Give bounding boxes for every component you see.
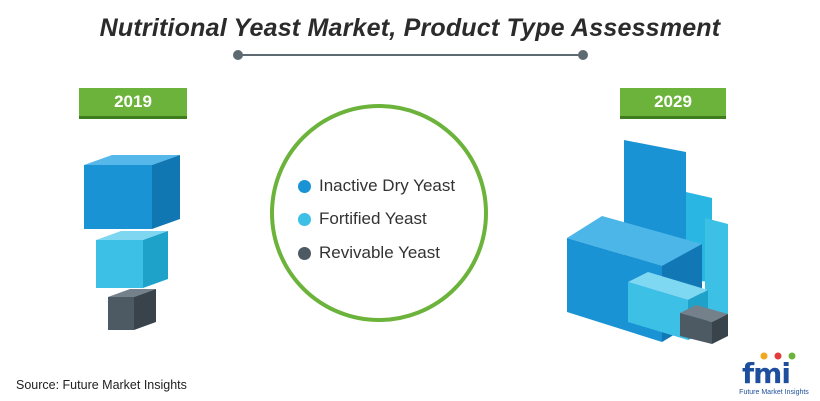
- block-2029-revivable-yeast: [680, 305, 728, 344]
- blocks-2019: [84, 155, 180, 330]
- chart-title: Nutritional Yeast Market, Product Type A…: [99, 14, 721, 42]
- blocks-2029: [567, 140, 728, 344]
- legend-dot-inactive: [298, 179, 311, 193]
- legend-label-fortified: Fortified Yeast: [319, 209, 427, 228]
- fmi-logo-icon: [760, 352, 796, 360]
- block-2029-fortified-tower-2: [705, 218, 728, 316]
- legend-item-fortified-yeast: Fortified Yeast: [298, 207, 427, 231]
- legend-item-revivable-yeast: Revivable Yeast: [298, 241, 440, 265]
- legend-item-inactive-dry-yeast: Inactive Dry Yeast: [298, 174, 455, 198]
- legend-label-revivable: Revivable Yeast: [319, 243, 440, 262]
- year-badge-2019: 2019: [79, 88, 187, 116]
- logo-text: fmi: [742, 357, 791, 390]
- source-note: Source: Future Market Insights: [16, 378, 187, 392]
- block-2019-inactive-dry-yeast: [84, 155, 180, 229]
- block-2019-fortified-yeast: [96, 231, 168, 288]
- legend-dot-revivable: [298, 246, 311, 260]
- legend-label-inactive: Inactive Dry Yeast: [319, 176, 456, 195]
- title-underline: [233, 50, 588, 60]
- underline-dot-right: [578, 50, 588, 60]
- block-2019-revivable-yeast: [108, 289, 156, 330]
- legend-dot-fortified: [298, 212, 311, 226]
- legend-circle: [270, 104, 488, 322]
- logo-subtext: Future Market Insights: [739, 389, 809, 396]
- year-badge-2029: 2029: [620, 88, 726, 116]
